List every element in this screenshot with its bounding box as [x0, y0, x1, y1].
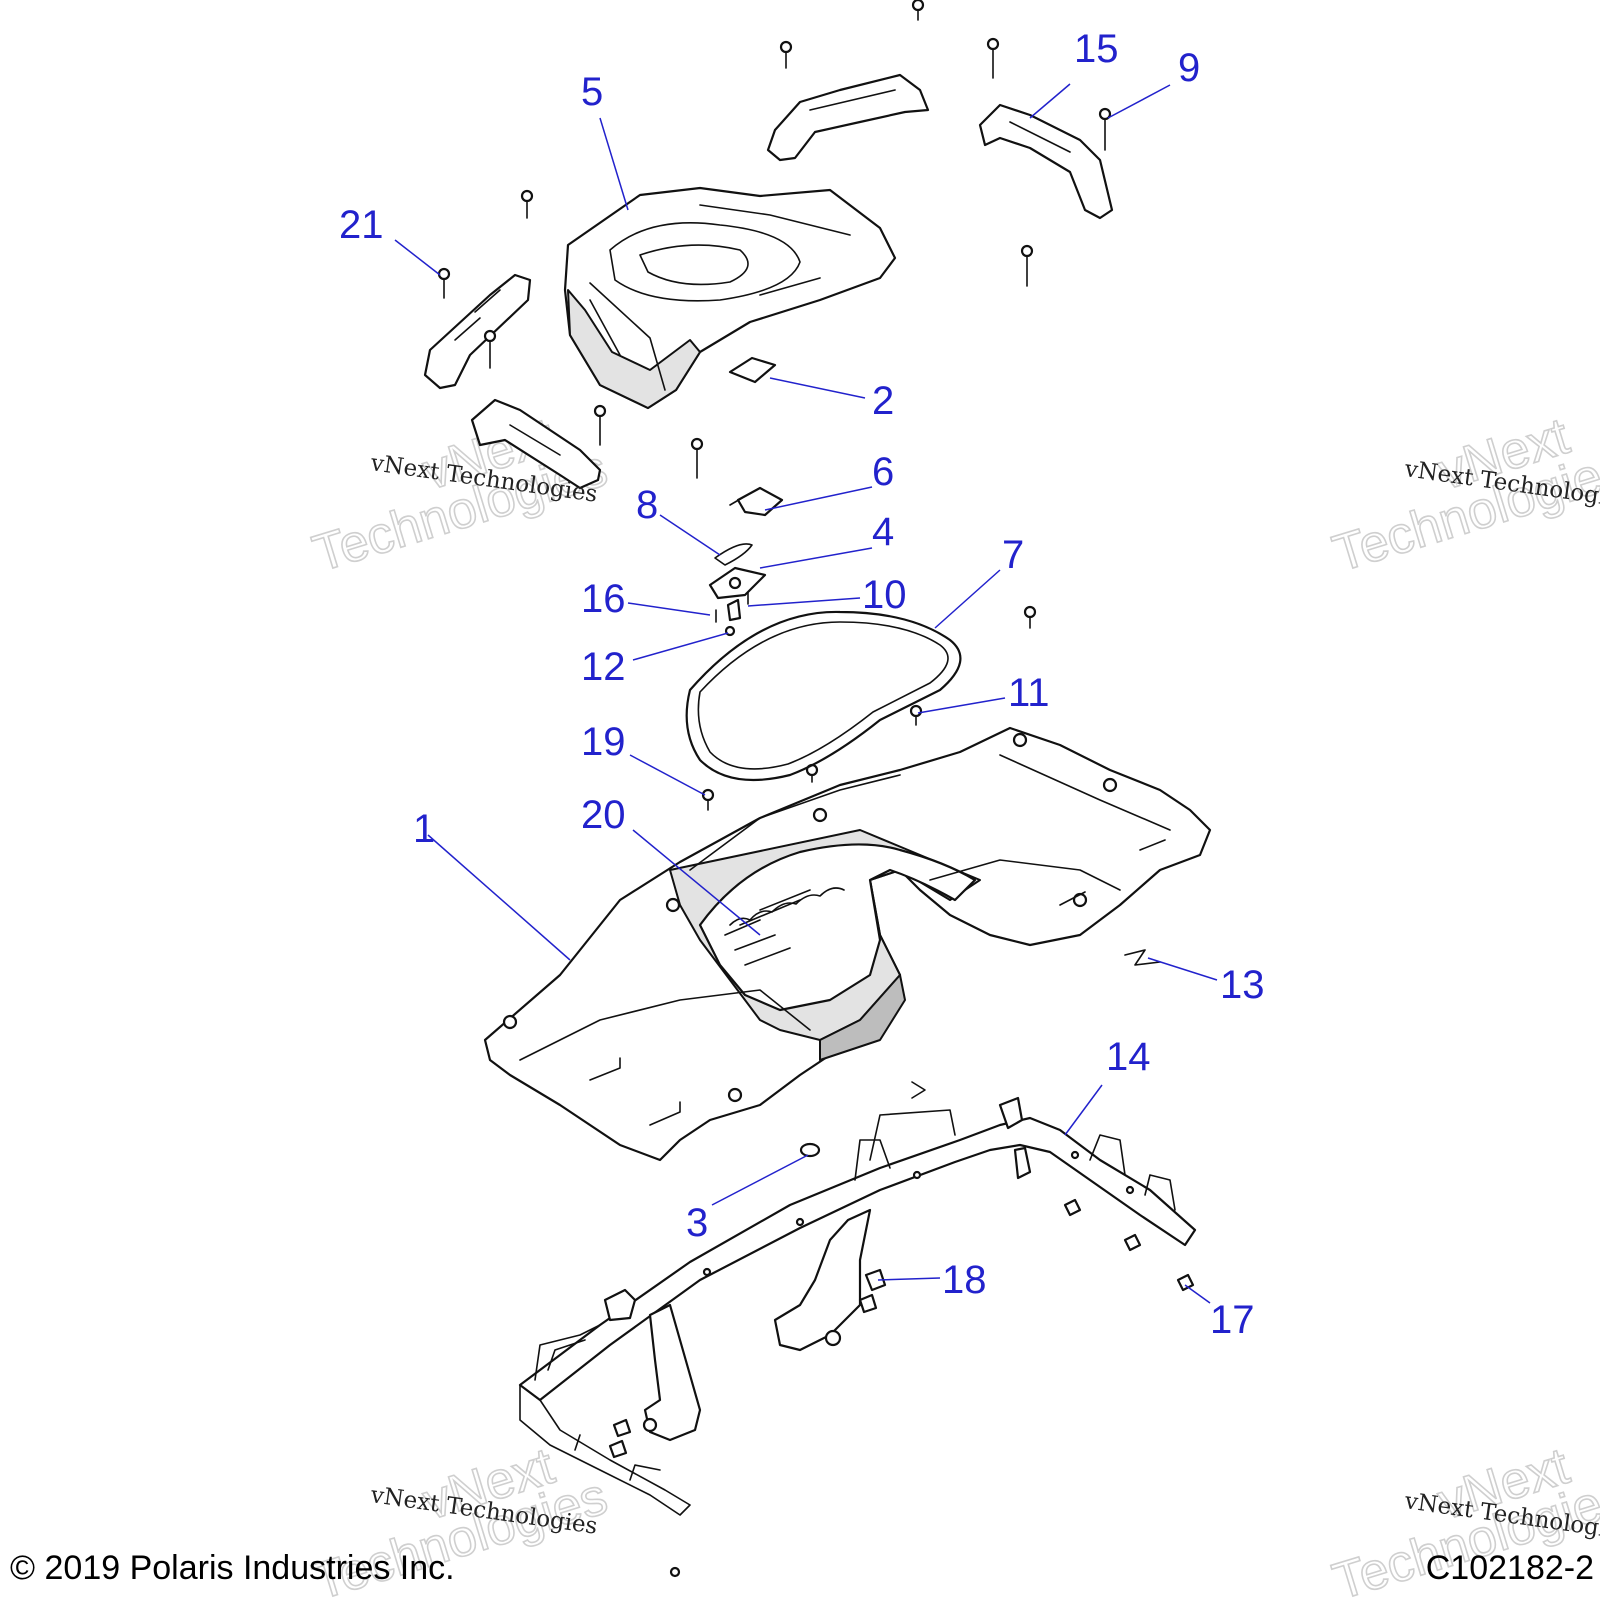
- callout-10: 10: [862, 573, 907, 617]
- callout-15: 15: [1074, 27, 1119, 71]
- callout-21: 21: [339, 203, 384, 247]
- callout-8: 8: [636, 483, 658, 527]
- callout-1: 1: [413, 807, 435, 851]
- callout-5: 5: [581, 70, 603, 114]
- callout-9: 9: [1178, 46, 1200, 90]
- part-15-rack-bracket: [978, 103, 1114, 220]
- callout-4: 4: [872, 510, 894, 554]
- callout-13: 13: [1220, 963, 1265, 1007]
- part-6-latch: [729, 486, 784, 517]
- figure-id: C102182-2: [1425, 1549, 1594, 1587]
- callout-19: 19: [581, 720, 626, 764]
- callout-2: 2: [872, 379, 894, 423]
- part-1-rear-rack: [483, 726, 1212, 1162]
- callout-14: 14: [1106, 1035, 1151, 1079]
- callout-18: 18: [942, 1258, 987, 1302]
- rack-bracket-rear-center: [766, 73, 930, 162]
- part-17-18-hardware: [608, 1198, 1195, 1578]
- bolt-group: [437, 0, 1112, 811]
- callout-11: 11: [1008, 671, 1050, 715]
- part-14-frame: [518, 1096, 1197, 1516]
- part-8-clip: [714, 543, 753, 566]
- callout-20: 20: [581, 793, 626, 837]
- clip-small: [911, 1081, 926, 1099]
- callout-3: 3: [686, 1201, 708, 1245]
- callout-6: 6: [872, 450, 894, 494]
- part-13-spring-clip: [1124, 949, 1161, 966]
- callout-labels: 1 2 3 4 5 6 7 8 9 10 11 12 13 14 15 16 1…: [339, 27, 1265, 1342]
- leader-lines: [394, 83, 1218, 1304]
- rack-bracket-front-left: [470, 398, 602, 490]
- copyright-notice: © 2019 Polaris Industries Inc.: [10, 1549, 455, 1587]
- callout-16: 16: [581, 577, 626, 621]
- part-4-plate: [708, 566, 767, 600]
- callout-17: 17: [1210, 1298, 1255, 1342]
- part-2-label: [728, 356, 777, 384]
- callout-12: 12: [581, 645, 626, 689]
- watermark-outline-group: vNext Technologies vNext Technologies vN…: [306, 406, 1600, 1600]
- part-5-lid: [563, 186, 897, 410]
- callout-7: 7: [1002, 533, 1024, 577]
- part-7-seal: [685, 610, 962, 782]
- rack-bracket-rear-left: [423, 273, 532, 390]
- part-3-grommet: [799, 1142, 821, 1158]
- part-10-16-fasteners: [715, 591, 749, 623]
